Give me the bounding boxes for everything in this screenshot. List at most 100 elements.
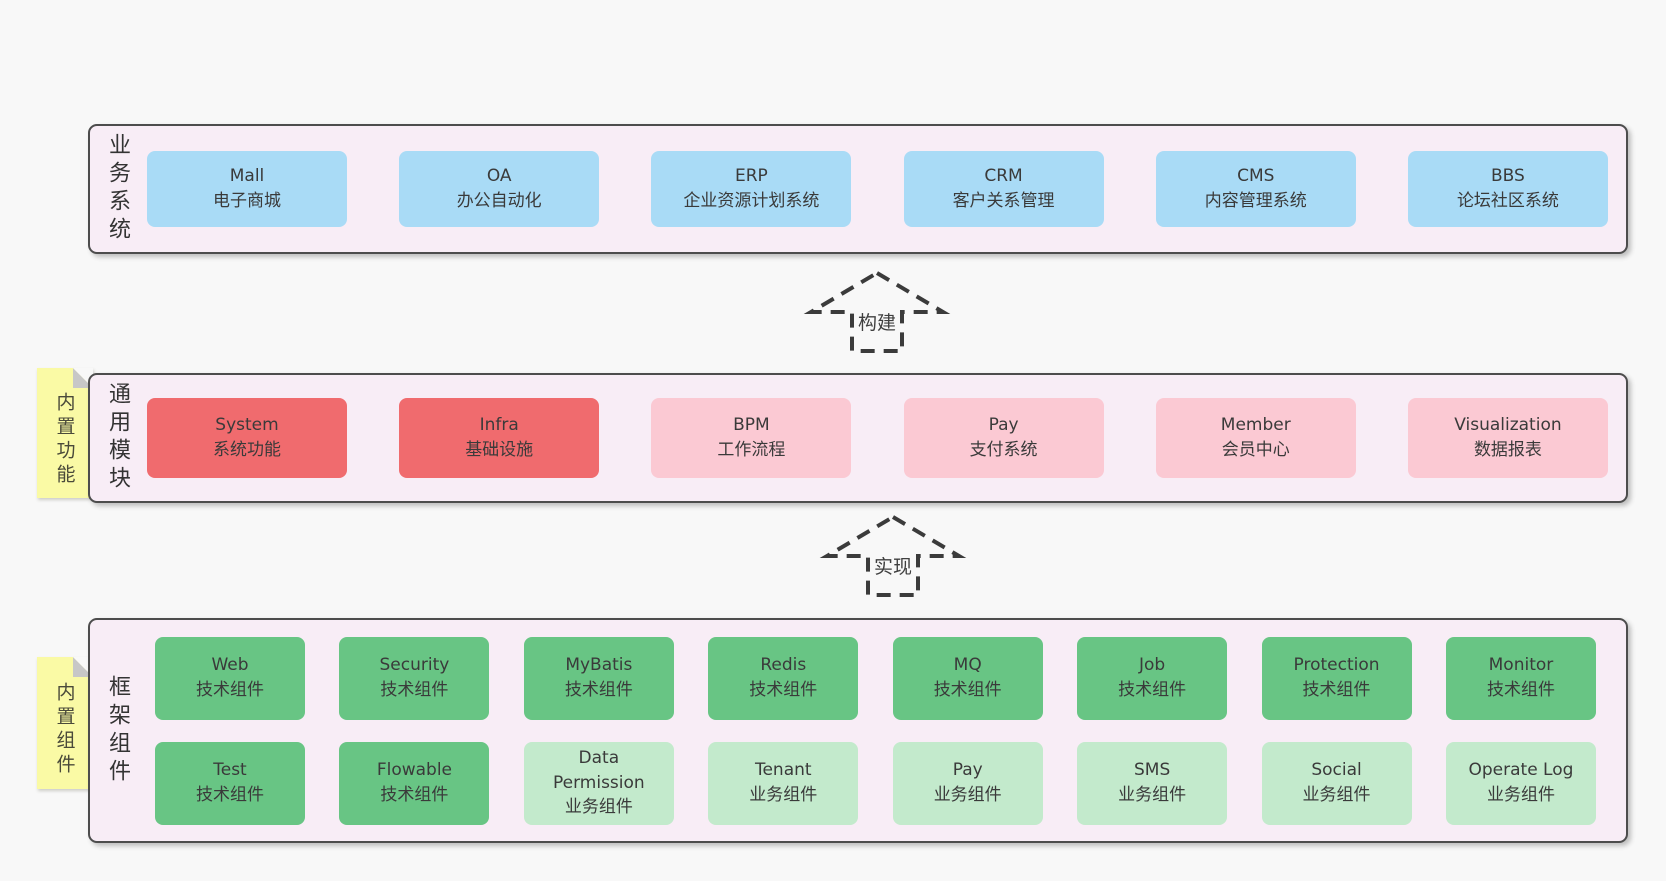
module-name: Redis	[760, 655, 807, 676]
module-name: Operate Log	[1468, 760, 1574, 781]
module-subtitle: 业务组件	[1118, 785, 1187, 805]
module-name: SMS	[1133, 760, 1171, 781]
module-subtitle: 办公自动化	[456, 191, 542, 211]
module-name: Infra	[479, 415, 519, 436]
module-name: Mall	[229, 166, 265, 187]
module-name: Pay	[952, 760, 983, 781]
module-subtitle: 业务组件	[1486, 785, 1555, 805]
module-box-oa: OA 办公自动化	[399, 151, 600, 227]
up-arrow-icon	[803, 270, 951, 353]
module-name: BPM	[733, 415, 770, 436]
module-subtitle: 企业资源计划系统	[683, 191, 820, 211]
module-name: Monitor	[1488, 655, 1554, 676]
module-box-job: Job 技术组件	[1077, 636, 1228, 720]
sticky-note-text: 内置功能	[53, 392, 76, 488]
module-name: Tenant	[754, 760, 812, 781]
module-box-security: Security 技术组件	[339, 636, 490, 720]
module-subtitle: 客户关系管理	[952, 191, 1055, 211]
module-name: Pay	[988, 415, 1019, 436]
up-arrow-icon	[819, 514, 967, 597]
module-subtitle: 会员中心	[1221, 440, 1290, 460]
module-name: OA	[486, 166, 512, 187]
module-box-data-permission: Data Permission 业务组件	[523, 741, 674, 825]
module-subtitle: 电子商城	[213, 191, 281, 211]
module-box-system: System 系统功能	[147, 398, 347, 478]
module-box-operate-log: Operate Log 业务组件	[1445, 741, 1596, 825]
module-subtitle: 技术组件	[196, 680, 264, 700]
module-subtitle: 业务组件	[933, 785, 1002, 805]
module-box-tenant: Tenant 业务组件	[708, 741, 859, 825]
module-name: ERP	[734, 166, 768, 187]
arrow-label: 构建	[854, 306, 900, 337]
module-subtitle: 业务组件	[1302, 785, 1371, 805]
module-box-bpm: BPM 工作流程	[651, 398, 852, 478]
module-subtitle: 技术组件	[564, 680, 633, 700]
module-subtitle: 技术组件	[933, 680, 1002, 700]
module-box-redis: Redis 技术组件	[708, 636, 859, 720]
implement-arrow: 实现	[819, 514, 967, 598]
panel-title: 框架组件	[105, 674, 130, 787]
module-subtitle: 系统功能	[213, 440, 281, 460]
module-name: Social	[1311, 760, 1362, 781]
module-subtitle: 技术组件	[1118, 680, 1187, 700]
module-subtitle: 技术组件	[380, 680, 449, 700]
module-box-sms: SMS 业务组件	[1077, 741, 1228, 825]
module-box-test: Test 技术组件	[155, 741, 305, 825]
module-name: System	[215, 415, 279, 436]
module-box-pay: Pay 业务组件	[892, 741, 1043, 825]
module-name: Data Permission	[552, 748, 645, 793]
arrow-label: 实现	[870, 550, 916, 581]
module-name: Member	[1220, 415, 1291, 436]
module-box-mq: MQ 技术组件	[892, 636, 1043, 720]
module-name: Web	[211, 655, 249, 676]
module-subtitle: 业务组件	[749, 785, 818, 805]
module-box-member: Member 会员中心	[1155, 398, 1356, 478]
module-box-infra: Infra 基础设施	[399, 398, 600, 478]
module-box-erp: ERP 企业资源计划系统	[651, 151, 852, 227]
module-box-mall: Mall 电子商城	[147, 151, 347, 227]
module-name: BBS	[1491, 166, 1525, 187]
build-arrow: 构建	[803, 270, 951, 354]
module-subtitle: 数据报表	[1473, 440, 1542, 460]
sticky-note-builtin-components: 内置组件	[37, 657, 93, 789]
module-subtitle: 业务组件	[564, 797, 633, 818]
module-subtitle: 基础设施	[465, 440, 534, 460]
module-subtitle: 工作流程	[717, 440, 786, 460]
module-name: Flowable	[376, 760, 453, 781]
module-box-visualization: Visualization 数据报表	[1407, 398, 1608, 478]
panel-title: 通用模块	[105, 382, 130, 494]
module-subtitle: 技术组件	[1302, 680, 1371, 700]
module-name: Visualization	[1454, 415, 1562, 436]
sticky-note-text: 内置组件	[53, 682, 76, 778]
module-name: CMS	[1237, 166, 1275, 187]
module-name: Test	[213, 760, 247, 781]
module-box-cms: CMS 内容管理系统	[1155, 151, 1356, 227]
panel-title: 业务系统	[105, 133, 130, 245]
sticky-note-builtin-features: 内置功能	[37, 368, 93, 498]
module-subtitle: 内容管理系统	[1204, 191, 1307, 211]
module-subtitle: 论坛社区系统	[1456, 191, 1559, 211]
module-subtitle: 技术组件	[380, 785, 449, 805]
module-name: Security	[379, 655, 450, 676]
module-name: Job	[1139, 655, 1166, 676]
module-subtitle: 技术组件	[749, 680, 818, 700]
module-box-flowable: Flowable 技术组件	[339, 741, 490, 825]
module-name: MQ	[953, 655, 982, 676]
module-subtitle: 技术组件	[196, 785, 264, 805]
